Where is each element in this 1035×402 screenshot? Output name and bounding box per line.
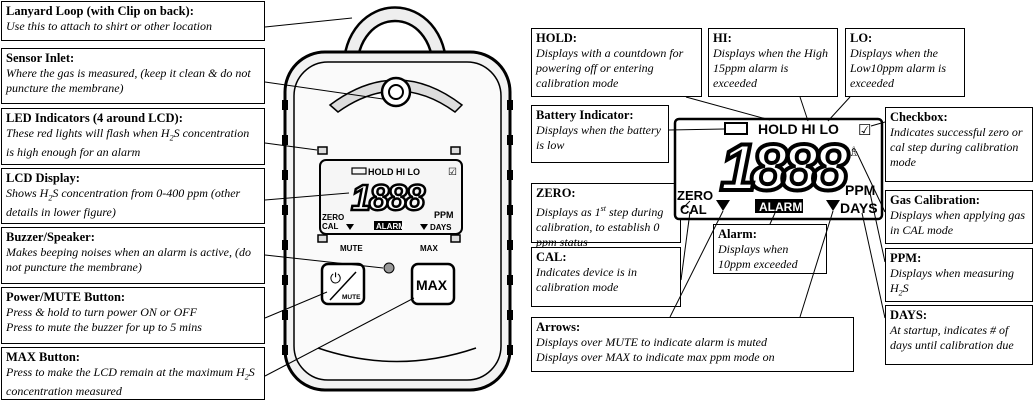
callout-title: LED Indicators (4 around LCD):: [6, 111, 183, 125]
callout-title: LO:: [850, 31, 873, 45]
led-indicator: [450, 234, 461, 243]
callout-desc: Displays when the Low10ppm alarm is exce…: [850, 46, 947, 90]
callout-title: PPM:: [890, 251, 922, 265]
device-lcd: [319, 159, 463, 235]
callout-title: Gas Calibration:: [890, 193, 980, 207]
callout-title: MAX Button:: [6, 350, 80, 364]
callout-desc: Displays when applying gas in CAL mode: [890, 208, 1025, 237]
led-indicator: [317, 146, 328, 155]
callout-title: CAL:: [536, 250, 567, 264]
callout-lanyard: Lanyard Loop (with Clip on back): Use th…: [1, 1, 265, 41]
callout-hi: HI: Displays when the High 15ppm alarm i…: [708, 28, 838, 97]
callout-desc: These red lights will flash when H2S con…: [6, 126, 250, 160]
callout-hold: HOLD: Displays with a countdown for powe…: [531, 28, 702, 97]
callout-title: HI:: [713, 31, 732, 45]
callout-desc: At startup, indicates # of days until ca…: [890, 323, 1014, 352]
callout-desc: Displays over MAX to indicate max ppm mo…: [536, 350, 775, 364]
callout-desc: Makes beeping noises when an alarm is ac…: [6, 245, 251, 274]
callout-desc: Displays when 10ppm exceeded: [718, 242, 798, 271]
callout-title: ZERO:: [536, 186, 576, 200]
power-icon: ⏻: [330, 270, 341, 286]
side-grip-notches: [282, 100, 513, 355]
max-label: MAX: [420, 244, 438, 253]
btn-max-text: MAX: [416, 277, 448, 293]
device-lcd-check: ☑: [448, 167, 457, 178]
callout-desc: Displays when measuring H2S: [890, 266, 1014, 298]
callout-lcd: LCD Display: Shows H2S concentration fro…: [1, 168, 265, 224]
callout-desc: Displays when the High 15ppm alarm is ex…: [713, 46, 828, 90]
callout-desc: Indicates device is in calibration mode: [536, 265, 637, 294]
callout-led: LED Indicators (4 around LCD): These red…: [1, 108, 265, 165]
callout-desc: Press to mute the buzzer for up to 5 min…: [6, 320, 202, 334]
callout-lo: LO: Displays when the Low10ppm alarm is …: [845, 28, 965, 97]
callout-checkbox: Checkbox: Indicates successful zero or c…: [885, 107, 1033, 182]
callout-desc: Shows H2S concentration from 0-400 ppm (…: [6, 186, 241, 220]
callout-title: Arrows:: [536, 320, 581, 334]
callout-cal: CAL: Indicates device is in calibration …: [531, 247, 681, 307]
callout-title: Lanyard Loop (with Clip on back):: [6, 4, 194, 18]
device-lcd-cal: CAL: [322, 222, 339, 231]
callout-buzzer: Buzzer/Speaker: Makes beeping noises whe…: [1, 227, 265, 284]
device-lcd-digits: 1888: [351, 177, 425, 218]
max-button: [410, 262, 456, 306]
callout-title: Alarm:: [718, 227, 757, 241]
callout-sensor: Sensor Inlet: Where the gas is measured,…: [1, 48, 265, 104]
callout-title: Battery Indicator:: [536, 108, 634, 122]
callout-title: LCD Display:: [6, 171, 80, 185]
btn-mute-text: MUTE: [342, 294, 361, 301]
device-lcd-alarm: ALARM: [376, 222, 405, 231]
callout-desc: Press to make the LCD remain at the maxi…: [6, 365, 255, 399]
callout-title: Power/MUTE Button:: [6, 290, 126, 304]
callout-arrows: Arrows: Displays over MUTE to indicate a…: [531, 317, 854, 372]
callout-desc: Where the gas is measured, (keep it clea…: [6, 66, 251, 95]
callout-desc: Displays with a countdown for powering o…: [536, 46, 684, 90]
callout-desc: Displays when the battery is low: [536, 123, 661, 152]
left-leader-lines: [264, 17, 415, 377]
buzzer: [383, 262, 395, 274]
callout-alarm: Alarm: Displays when 10ppm exceeded: [713, 224, 827, 274]
led-indicator: [450, 146, 461, 155]
callout-desc: Indicates successful zero or cal step du…: [890, 125, 1023, 169]
callout-title: DAYS:: [890, 308, 928, 322]
callout-title: HOLD:: [536, 31, 577, 45]
callout-desc: Press & hold to turn power ON or OFF: [6, 305, 197, 319]
callout-ppm: PPM: Displays when measuring H2S: [885, 248, 1033, 302]
callout-power: Power/MUTE Button: Press & hold to turn …: [1, 287, 265, 344]
callout-desc: Displays as 1st step during calibration,…: [536, 204, 664, 249]
device-lcd-days: DAYS: [430, 223, 452, 232]
callout-desc: Displays over MUTE to indicate alarm is …: [536, 335, 767, 349]
callout-max: MAX Button: Press to make the LCD remain…: [1, 347, 265, 400]
sensor-housing: [328, 79, 464, 113]
callout-days: DAYS: At startup, indicates # of days un…: [885, 305, 1033, 365]
callout-desc: Use this to attach to shirt or other loc…: [6, 19, 212, 33]
led-indicator: [317, 234, 328, 243]
callout-gascal: Gas Calibration: Displays when applying …: [885, 190, 1033, 244]
callout-title: Buzzer/Speaker:: [6, 230, 95, 244]
callout-battery: Battery Indicator: Displays when the bat…: [531, 105, 669, 163]
mute-label: MUTE: [340, 244, 363, 253]
device-lcd-ppm: PPM: [434, 210, 454, 220]
device-lcd-zero: ZERO: [322, 213, 344, 222]
callout-zero: ZERO: Displays as 1st step during calibr…: [531, 183, 681, 249]
callout-title: Checkbox:: [890, 110, 948, 124]
callout-title: Sensor Inlet:: [6, 51, 75, 65]
device-lcd-top: HOLD HI LO: [368, 167, 420, 177]
